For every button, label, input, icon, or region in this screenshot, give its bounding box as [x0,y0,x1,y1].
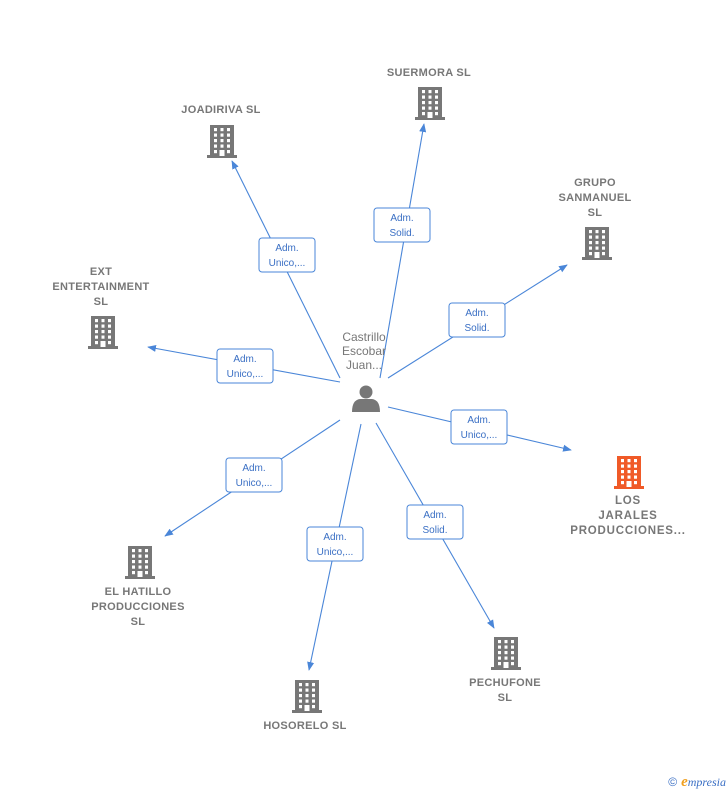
role-label: Solid. [422,525,447,536]
company-name-los-jarales[interactable]: PRODUCCIONES... [570,525,686,537]
role-label: Unico,... [269,258,306,269]
role-label: Adm. [390,213,413,224]
company-name-pechufone[interactable]: PECHUFONE [469,677,541,689]
person-icon[interactable] [352,385,380,413]
company-name-ext-entertainment[interactable]: EXT [90,266,112,278]
building-icon[interactable] [292,680,322,713]
company-name-el-hatillo[interactable]: PRODUCCIONES [91,601,184,613]
role-label: Adm. [467,415,490,426]
role-label: Solid. [464,323,489,334]
role-box-suermora[interactable]: Adm. Solid. [373,207,431,243]
brand-logo-text: mpresia [687,775,726,789]
role-label: Adm. [233,354,256,365]
company-name-joadiriva[interactable]: JOADIRIVA SL [181,104,260,116]
building-icon[interactable] [614,456,644,489]
role-label: Unico,... [461,430,498,441]
company-name-el-hatillo[interactable]: SL [131,616,146,628]
building-icon[interactable] [491,637,521,670]
company-name-suermora[interactable]: SUERMORA SL [387,67,471,79]
company-name-grupo-sanmanuel[interactable]: SANMANUEL [559,192,632,204]
company-name-ext-entertainment[interactable]: SL [94,296,109,308]
building-icon[interactable] [207,125,237,158]
role-box-el-hatillo[interactable]: Adm. Unico,... [225,457,283,493]
building-icon[interactable] [582,227,612,260]
role-box-pechufone[interactable]: Adm. Solid. [406,504,464,540]
role-box-grupo-sanmanuel[interactable]: Adm. Solid. [448,302,506,338]
building-icon[interactable] [88,316,118,349]
person-name[interactable]: Castrillo [342,330,386,344]
role-box-hosorelo[interactable]: Adm. Unico,... [306,526,364,562]
role-label: Adm. [465,308,488,319]
company-name-grupo-sanmanuel[interactable]: GRUPO [574,177,616,189]
role-label: Unico,... [236,478,273,489]
role-label: Solid. [389,228,414,239]
company-name-ext-entertainment[interactable]: ENTERTAINMENT [52,281,149,293]
role-label: Adm. [275,243,298,254]
roles-layer: Adm. Solid. Adm. Unico,... Adm. Solid. Adm. Uni… [216,207,508,562]
building-icon[interactable] [125,546,155,579]
edge-to-suermora [379,123,427,379]
role-label: Adm. [423,510,446,521]
brand-logo-initial: e [681,774,688,790]
company-name-los-jarales[interactable]: LOS [615,495,641,507]
company-name-el-hatillo[interactable]: EL HATILLO [105,586,172,598]
person-name[interactable]: Juan... [346,358,382,372]
copyright-symbol: © [668,775,678,789]
role-box-ext-entertainment[interactable]: Adm. Unico,... [216,348,274,384]
company-name-grupo-sanmanuel[interactable]: SL [588,207,603,219]
footer-brand[interactable]: ©empresia [668,774,726,791]
role-label: Adm. [242,463,265,474]
role-label: Unico,... [317,547,354,558]
building-icon[interactable] [415,87,445,120]
company-name-pechufone[interactable]: SL [498,692,513,704]
edges-layer [147,123,572,671]
role-label: Unico,... [227,369,264,380]
company-name-los-jarales[interactable]: JARALES [598,510,657,522]
nodes-layer: SUERMORA SL JOADIRIVA SL GRUPO SANMANUEL SL E… [52,67,685,732]
role-box-joadiriva[interactable]: Adm. Unico,... [258,237,316,273]
company-name-hosorelo[interactable]: HOSORELO SL [263,720,346,732]
person-name[interactable]: Escobar [342,344,386,358]
role-box-los-jarales[interactable]: Adm. Unico,... [450,409,508,445]
role-label: Adm. [323,532,346,543]
